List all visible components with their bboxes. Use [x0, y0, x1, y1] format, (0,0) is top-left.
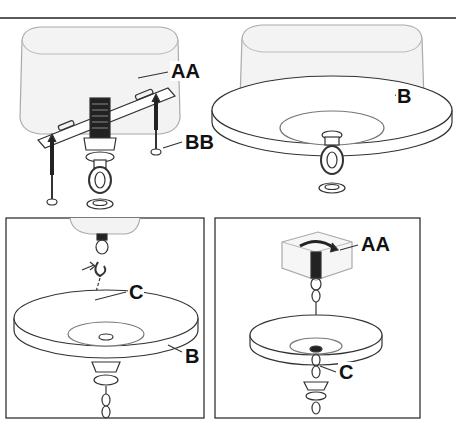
part-label: C: [338, 362, 354, 382]
part-label: B: [396, 86, 412, 106]
part-label: BB: [184, 132, 215, 152]
part-label: AA: [360, 234, 391, 254]
part-label: AA: [170, 61, 201, 81]
part-label: B: [184, 346, 200, 366]
part-label: C: [128, 282, 144, 302]
